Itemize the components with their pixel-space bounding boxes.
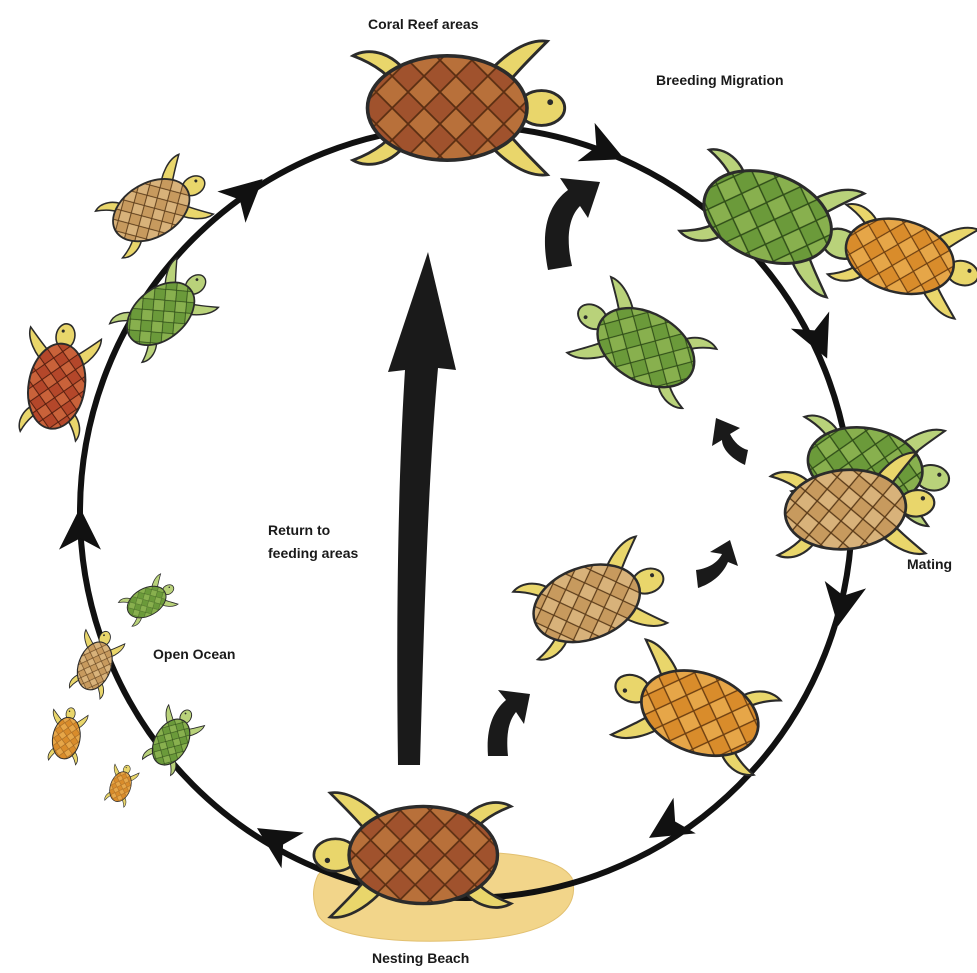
return-to-feeding-arrow: [388, 252, 456, 765]
label-nesting-beach: Nesting Beach: [372, 950, 469, 968]
ring-arrow-top-left: [217, 163, 276, 222]
turtle-coral-reef: [353, 41, 565, 175]
hatchling-2: [65, 625, 127, 701]
hatchling-3: [138, 700, 207, 778]
hatchling-4: [45, 705, 89, 766]
turtle-breeding-orange: [825, 195, 977, 322]
label-coral-reef-areas: Coral Reef areas: [368, 16, 479, 34]
label-return-to-feeding-line1: Return to: [268, 522, 330, 540]
inner-arrow-lower: [488, 690, 530, 756]
turtle-inner-green: [557, 271, 721, 416]
hatchling-1: [116, 571, 182, 629]
turtle-juvenile-top: [92, 150, 221, 265]
inner-arrow-to-mating: [696, 540, 738, 588]
label-open-ocean: Open Ocean: [153, 646, 235, 664]
hatchling-5: [102, 761, 140, 808]
label-breeding-migration: Breeding Migration: [656, 72, 784, 90]
inner-arrow-from-mating: [712, 418, 748, 465]
label-return-to-feeding-line2: feeding areas: [268, 545, 358, 563]
ring-arrow-top-right: [578, 123, 633, 178]
label-mating: Mating: [907, 556, 952, 574]
inner-arrow-upper-right: [545, 178, 600, 270]
